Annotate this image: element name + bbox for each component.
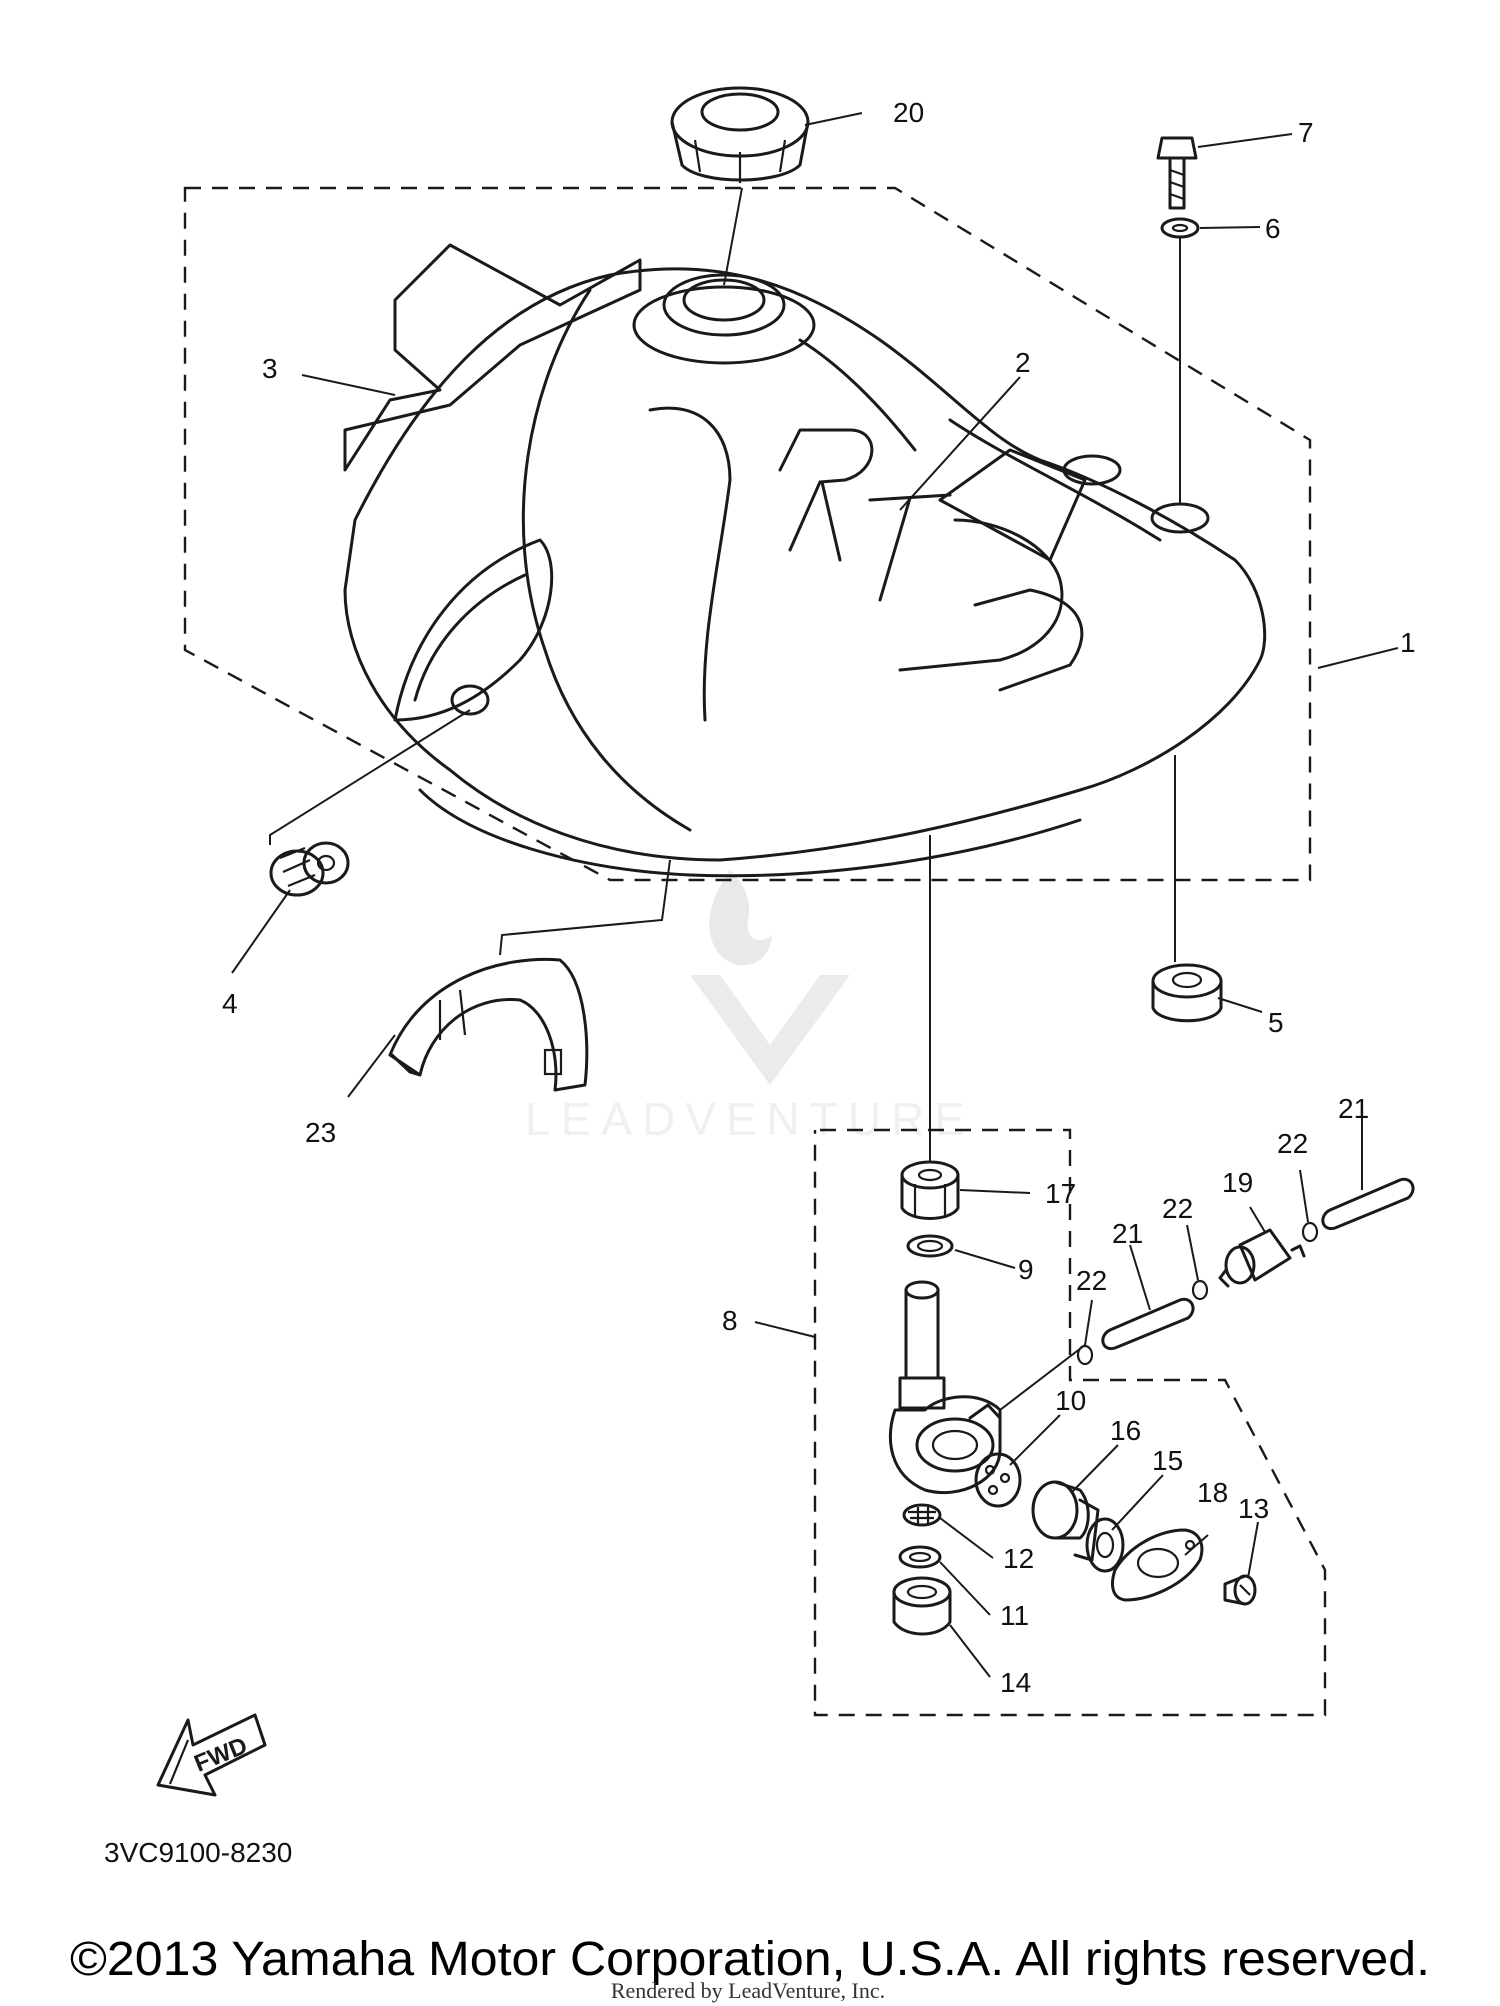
rendered-by-credit: Rendered by LeadVenture, Inc. [611, 1978, 885, 2003]
callout-14: 14 [1000, 1667, 1031, 1698]
callout-18: 18 [1197, 1477, 1228, 1508]
o-ring-11 [898, 1545, 942, 1569]
nut-17 [900, 1160, 960, 1220]
callout-7: 7 [1298, 117, 1314, 148]
callout-15: 15 [1152, 1445, 1183, 1476]
clip-22-c [1301, 1221, 1319, 1243]
callout-19: 19 [1222, 1167, 1253, 1198]
fuel-filter-19 [1218, 1228, 1306, 1288]
callout-1: 1 [1400, 627, 1416, 658]
callout-22-left: 22 [1076, 1265, 1107, 1296]
callout-21-upper: 21 [1338, 1093, 1369, 1124]
callout-3: 3 [262, 353, 278, 384]
wave-washer-15 [1085, 1517, 1125, 1573]
callout-12: 12 [1003, 1543, 1034, 1574]
clip-22-b [1191, 1279, 1209, 1301]
screw-13 [1223, 1574, 1257, 1606]
callout-13: 13 [1238, 1493, 1269, 1524]
lever-16 [1031, 1480, 1100, 1562]
callout-22-right: 22 [1277, 1128, 1308, 1159]
callouts: 1 2 3 4 5 6 7 8 9 10 11 12 13 14 15 16 1… [222, 97, 1416, 1698]
strainer-12 [902, 1503, 942, 1527]
fuel-cock-assembly-boundary [813, 1128, 1327, 1717]
hose-21-upper [1321, 1177, 1415, 1231]
fuel-tank-2 [343, 267, 1267, 878]
fuel-cock-body [888, 1280, 1002, 1495]
plate-18 [1111, 1528, 1204, 1602]
watermark-text: LEADVENTURE [525, 1093, 975, 1145]
callout-9: 9 [1018, 1254, 1034, 1285]
copyright-notice: ©2013 Yamaha Motor Corporation, U.S.A. A… [70, 1933, 1430, 1986]
callout-17: 17 [1045, 1178, 1076, 1209]
callout-5: 5 [1268, 1007, 1284, 1038]
filter-10 [974, 1452, 1022, 1508]
leadventure-watermark: LEADVENTURE [525, 870, 975, 1145]
damper-5 [1151, 963, 1223, 1023]
callout-20: 20 [893, 97, 924, 128]
callout-22-middle: 22 [1162, 1193, 1193, 1224]
callout-16: 16 [1110, 1415, 1141, 1446]
bolt-7 [1156, 136, 1198, 210]
callout-10: 10 [1055, 1385, 1086, 1416]
callout-21-lower: 21 [1112, 1218, 1143, 1249]
callout-6: 6 [1265, 213, 1281, 244]
fuel-cap-20 [670, 86, 810, 183]
band-23 [388, 957, 589, 1092]
emblem-decal-3 [343, 243, 642, 472]
leader-lines [231, 112, 1399, 1678]
washer-6 [1160, 217, 1200, 239]
tank-assembly-boundary [183, 186, 1312, 882]
diagram-code: 3VC9100-8230 [104, 1837, 292, 1868]
o-ring-9 [906, 1234, 954, 1258]
callout-4: 4 [222, 988, 238, 1019]
hose-21-lower [1101, 1297, 1195, 1351]
callout-11: 11 [1000, 1600, 1029, 1631]
fwd-arrow-icon: FWD [156, 1713, 267, 1797]
cup-14 [892, 1576, 952, 1636]
damper-4 [269, 841, 350, 897]
fwd-label: FWD [190, 1732, 251, 1778]
callout-8: 8 [722, 1305, 738, 1336]
callout-2: 2 [1015, 347, 1031, 378]
callout-23: 23 [305, 1117, 336, 1148]
